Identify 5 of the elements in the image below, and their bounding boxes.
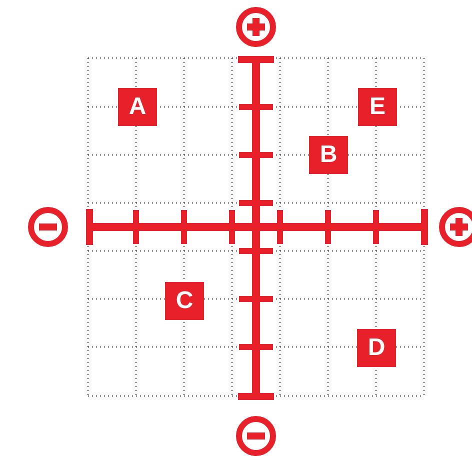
letter-box: E bbox=[358, 88, 397, 126]
letter-box: C bbox=[165, 282, 204, 320]
letter-box: D bbox=[357, 329, 396, 367]
letter-box: B bbox=[309, 136, 348, 174]
letter-box: A bbox=[118, 88, 157, 126]
